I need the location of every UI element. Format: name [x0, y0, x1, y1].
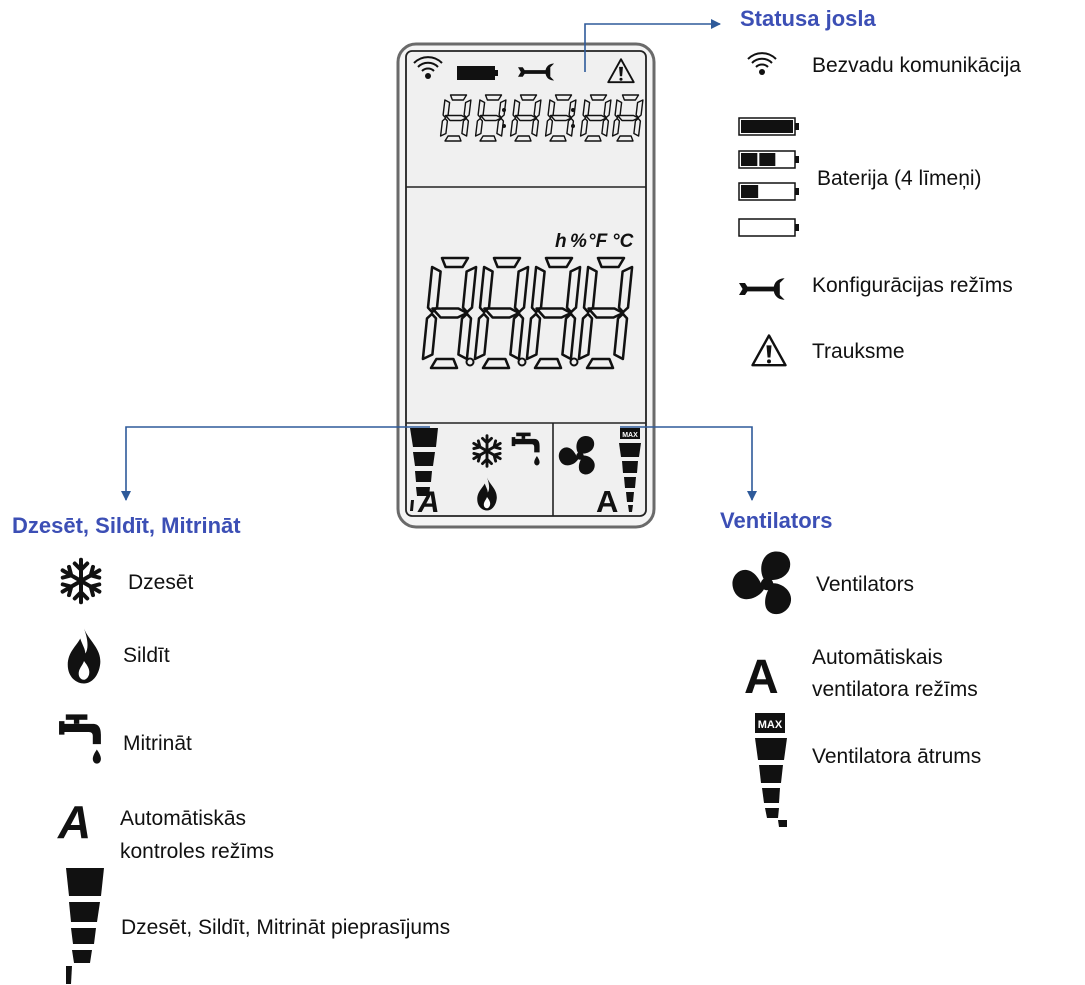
auto-control-label-1: Automātiskās: [120, 807, 247, 830]
lcd-demand-bar: [410, 428, 438, 511]
lcd-colon-dot: [571, 108, 575, 112]
cool-heat-humidify-heading: Dzesēt, Sildīt, Mitrināt: [12, 513, 241, 538]
battery-icons: [738, 117, 799, 237]
alarm-icon: [751, 334, 787, 367]
lcd-fan-auto-icon: A: [596, 484, 618, 519]
lcd-unit-h: h: [555, 231, 567, 252]
fan-auto-label-2: ventilatora režīms: [812, 678, 978, 701]
lcd-auto-control-icon: A: [417, 486, 440, 519]
lcd-small-digit: [509, 94, 542, 142]
lcd-battery-icon: [457, 66, 498, 80]
alarm-label: Trauksme: [812, 340, 905, 363]
snowflake-icon: [60, 557, 102, 605]
wrench-icon: [739, 278, 785, 300]
lcd-unit-celsius: °C: [612, 231, 634, 252]
lcd-large-digit: [577, 256, 634, 370]
flame-icon: [67, 628, 101, 684]
lcd-fan-speed-bar: MAX: [619, 428, 641, 512]
lcd-small-digit: [439, 94, 472, 142]
wireless-label: Bezvadu komunikācija: [812, 54, 1021, 77]
fan-speed-icon: MAX: [755, 713, 787, 827]
lcd-small-digit: [579, 94, 612, 142]
config-label: Konfigurācijas režīms: [812, 274, 1013, 297]
lcd-colon-dot: [571, 124, 575, 128]
lcd-large-digit: [421, 256, 478, 370]
lcd-large-digit: [473, 256, 530, 370]
battery-label: Baterija (4 līmeņi): [817, 167, 982, 190]
lcd-decimal-point: [569, 357, 579, 367]
lcd-small-digit: [611, 94, 644, 142]
fan-auto-icon: A: [744, 651, 779, 704]
battery-level-icon: [738, 218, 799, 237]
faucet-icon: [59, 714, 101, 764]
lcd-small-digit: [544, 94, 577, 142]
lcd-small-digits: [439, 94, 644, 142]
battery-level-icon: [738, 117, 799, 136]
lcd-display: h % °F °C A A MAX: [396, 42, 656, 529]
lcd-decimal-point: [517, 357, 527, 367]
wireless-icon: [747, 52, 777, 76]
lcd-unit-fahrenheit: °F: [588, 231, 609, 252]
fan-icon: [732, 551, 792, 615]
right-arrow: [620, 426, 757, 501]
lcd-large-digits: [421, 256, 634, 370]
lcd-unit-percent: %: [570, 231, 587, 252]
lcd-large-digit: [525, 256, 582, 370]
battery-level-icon: [738, 150, 799, 169]
fan-label: Ventilators: [816, 573, 915, 596]
lcd-small-digit: [474, 94, 507, 142]
battery-level-icon: [738, 182, 799, 201]
fan-heading: Ventilators: [720, 508, 833, 533]
svg-text:MAX: MAX: [758, 719, 783, 731]
svg-text:MAX: MAX: [622, 432, 638, 439]
status-bar-arrow: [584, 19, 721, 72]
lcd-colon-dot: [502, 124, 506, 128]
lcd-decimal-point: [465, 357, 475, 367]
auto-control-label-2: kontroles režīms: [120, 840, 275, 863]
demand-label: Dzesēt, Sildīt, Mitrināt pieprasījums: [121, 916, 451, 939]
demand-bar-icon: [66, 868, 104, 984]
status-bar-heading: Statusa josla: [740, 6, 876, 31]
fan-auto-label-1: Automātiskais: [812, 646, 943, 669]
lcd-colon-dot: [502, 108, 506, 112]
cool-label: Dzesēt: [128, 571, 194, 594]
left-arrow: [121, 426, 430, 501]
heat-label: Sildīt: [123, 644, 170, 667]
auto-control-icon: A: [57, 796, 91, 848]
humidify-label: Mitrināt: [123, 732, 192, 755]
fan-speed-label: Ventilatora ātrums: [812, 745, 982, 768]
